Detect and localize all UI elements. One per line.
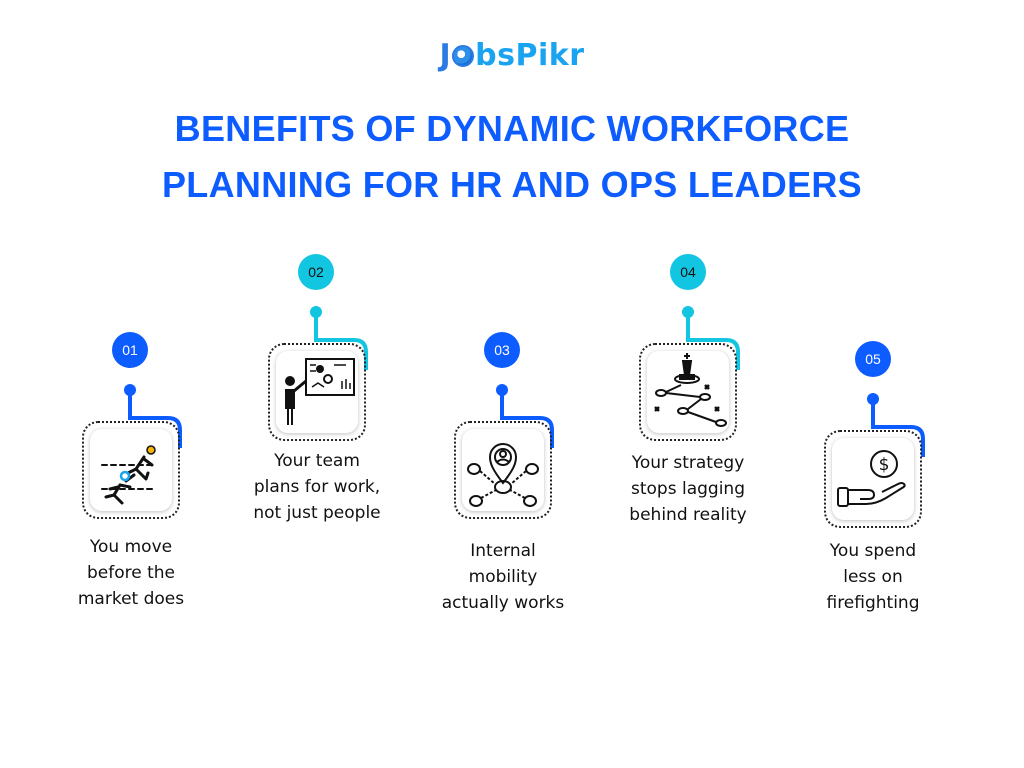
title-line-1: BENEFITS OF DYNAMIC WORKFORCE	[174, 108, 850, 149]
presenter-whiteboard-icon	[285, 358, 355, 425]
step-caption: You move before the market does	[77, 537, 185, 609]
location-network-icon	[467, 443, 539, 507]
runners-racing-icon	[101, 445, 157, 505]
icon-frame	[639, 343, 737, 441]
step-number-badge: 03	[484, 332, 520, 368]
hand-money-icon: $	[837, 450, 906, 507]
connector-line	[496, 384, 554, 448]
title-line-2: PLANNING FOR HR AND OPS LEADERS	[162, 164, 862, 205]
svg-text:$: $	[879, 455, 890, 475]
icon-frame	[82, 421, 180, 519]
icon-frame: $	[824, 430, 922, 528]
connector-line	[124, 384, 182, 448]
step-number-badge: 02	[298, 254, 334, 290]
globe-icon	[452, 45, 475, 67]
page-title: BENEFITS OF DYNAMIC WORKFORCE PLANNING F…	[0, 101, 1024, 213]
step-number-badge: 01	[112, 332, 148, 368]
logo-letter-j: J	[439, 38, 452, 73]
step-caption: Your strategy stops lagging behind reali…	[629, 453, 747, 525]
icon-frame	[454, 421, 552, 519]
logo-text: bsPikr	[475, 38, 585, 73]
step-caption: Internal mobility actually works	[441, 541, 565, 613]
connector-line	[310, 306, 368, 370]
connector-line	[682, 306, 740, 370]
step-caption: Your team plans for work, not just peopl…	[253, 451, 381, 523]
chess-strategy-icon	[654, 353, 727, 427]
connector-line	[867, 393, 925, 457]
step-number-badge: 05	[855, 341, 891, 377]
icon-frame	[268, 343, 366, 441]
step-caption: You spend less on firefighting	[826, 541, 920, 613]
step-number-badge: 04	[670, 254, 706, 290]
